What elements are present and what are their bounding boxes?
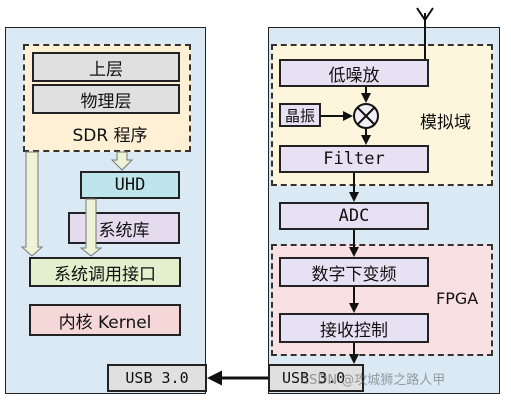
syscall-interface-box: 系统调用接口 — [29, 257, 181, 287]
uhd-to-syscall-arrow — [79, 198, 103, 257]
watermark: CSDN @攻城狮之路人甲 — [300, 373, 446, 388]
filter-box: Filter — [279, 145, 429, 173]
upper-layer-box: 上层 — [32, 52, 180, 82]
sdr-to-syscall-arrow — [20, 151, 44, 257]
sdr-program-label: SDR 程序 — [72, 126, 148, 146]
sdr-to-uhd-arrow — [110, 151, 134, 171]
kernel-box: 内核 Kernel — [29, 304, 181, 336]
crystal-box: 晶振 — [279, 103, 321, 127]
fpga-label: FPGA — [436, 289, 479, 308]
uhd-box: UHD — [80, 171, 180, 199]
antenna-icon — [416, 7, 434, 59]
right-usb-box: USB 3.0 — [268, 364, 364, 392]
adc-box: ADC — [279, 202, 429, 230]
rx-control-box: 接收控制 — [279, 313, 429, 343]
mixer-icon — [353, 103, 379, 129]
digital-downconvert-box: 数字下变频 — [279, 257, 429, 287]
physical-layer-box: 物理层 — [32, 84, 180, 114]
analog-domain-label: 模拟域 — [420, 113, 471, 133]
left-usb-box: USB 3.0 — [107, 364, 207, 392]
lna-box: 低噪放 — [279, 59, 429, 87]
